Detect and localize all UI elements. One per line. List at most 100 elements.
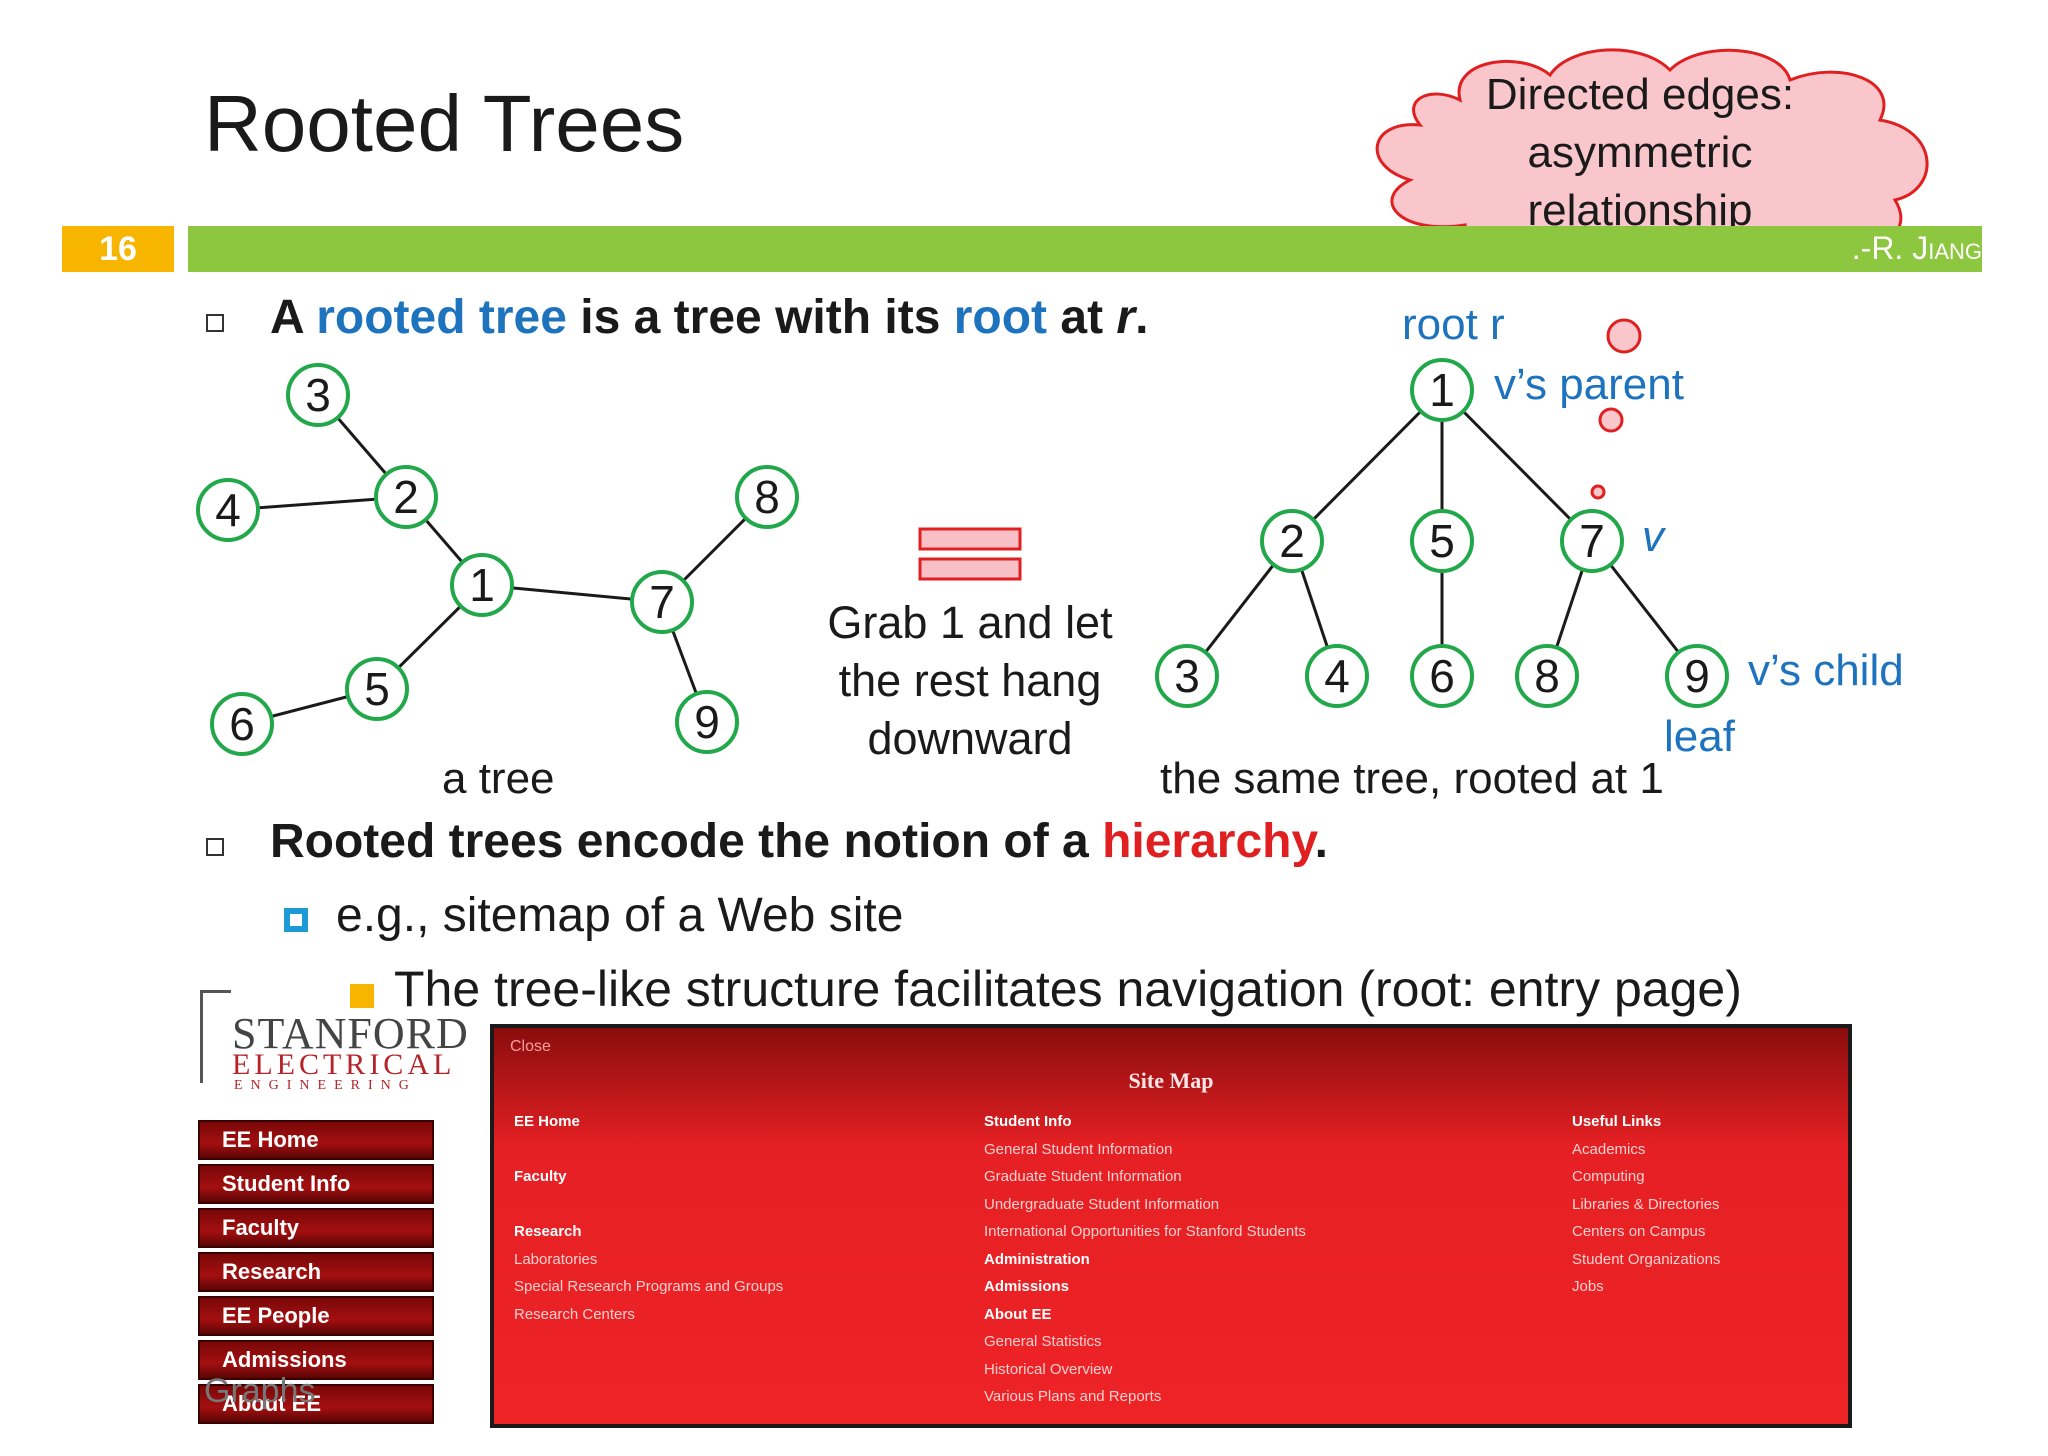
- sitemap-column-3: Useful Links Academics Computing Librari…: [1572, 1108, 1720, 1301]
- label-leaf: leaf: [1664, 712, 1735, 761]
- node-label: 4: [215, 484, 241, 536]
- node-label: 6: [1429, 650, 1455, 702]
- sub-bullet-yellow: [350, 984, 374, 1008]
- sitemap-link[interactable]: Student Organizations: [1572, 1250, 1721, 1268]
- node-label: 3: [1174, 650, 1200, 702]
- caption-tree: a tree: [442, 754, 555, 803]
- rooted-nodes: [1155, 358, 1729, 708]
- sitemap-link[interactable]: About EE: [984, 1305, 1052, 1323]
- node-label: 1: [1429, 364, 1455, 416]
- nav-item-faculty[interactable]: Faculty: [198, 1208, 434, 1248]
- sitemap-link[interactable]: International Opportunities for Stanford…: [984, 1223, 1306, 1240]
- sub-bullet-blue: [284, 908, 308, 932]
- symbol-r: r: [1116, 291, 1136, 344]
- label-parent: v’s parent: [1494, 360, 1684, 409]
- sitemap-link[interactable]: Jobs: [1572, 1278, 1604, 1295]
- sitemap-link[interactable]: Research: [514, 1223, 582, 1240]
- sitemap-link[interactable]: Graduate Student Information: [984, 1168, 1182, 1185]
- logo-electrical: ELECTRICAL: [232, 1048, 456, 1081]
- logo-bracket: [200, 990, 231, 1083]
- node: [450, 553, 514, 617]
- slide-title: Rooted Trees: [204, 79, 685, 168]
- nav-item-research[interactable]: Research: [198, 1252, 434, 1292]
- sitemap-link[interactable]: Computing: [1572, 1168, 1645, 1185]
- header-bar: [188, 226, 1982, 272]
- nav-item-admissions[interactable]: Admissions: [198, 1340, 434, 1380]
- node: [1515, 644, 1579, 708]
- node-label: 7: [649, 576, 675, 628]
- sitemap-link[interactable]: Useful Links: [1572, 1113, 1662, 1130]
- nav-item-ee-people[interactable]: EE People: [198, 1296, 434, 1336]
- nav-item-ee-home[interactable]: EE Home: [198, 1120, 434, 1160]
- term-hierarchy: hierarchy: [1102, 815, 1315, 868]
- sitemap-link[interactable]: Undergraduate Student Information: [984, 1195, 1220, 1213]
- node: [1560, 509, 1624, 573]
- unrooted-nodes: [196, 363, 799, 756]
- bullet-rooted-tree: A rooted tree is a tree with its root at…: [270, 290, 1148, 345]
- stanford-nav-menu: EE Home Student Info Faculty Research EE…: [198, 1120, 434, 1428]
- text-run: .: [1314, 815, 1328, 868]
- sitemap-panel: Close Site Map EE Home Faculty Research …: [490, 1024, 1852, 1428]
- node: [1305, 644, 1369, 708]
- node-label: 8: [754, 471, 780, 523]
- sitemap-link[interactable]: Centers on Campus: [1572, 1223, 1706, 1240]
- caption-rooted-tree: the same tree, rooted at 1: [1160, 754, 1664, 803]
- node: [345, 657, 409, 721]
- term-root: root: [953, 291, 1048, 344]
- label-v: v: [1642, 512, 1664, 561]
- tree-diagram: 3 4 2 1 8 7 5 6 9 1 2 5 7: [196, 318, 1729, 756]
- node: [196, 478, 260, 542]
- sitemap-link[interactable]: Academics: [1572, 1140, 1646, 1158]
- node: [1260, 509, 1324, 573]
- sitemap-link[interactable]: Special Research Programs and Groups: [514, 1278, 784, 1295]
- node-label: 9: [1684, 650, 1710, 702]
- sub-bullet-navigation: The tree-like structure facilitates navi…: [394, 961, 1742, 1017]
- node-label: 3: [305, 369, 331, 421]
- sitemap-link[interactable]: Laboratories: [514, 1250, 598, 1268]
- logo-engineering: ENGINEERING: [234, 1078, 417, 1093]
- sitemap-link[interactable]: Student Info: [984, 1113, 1072, 1130]
- sitemap-link[interactable]: EE Home: [514, 1113, 580, 1130]
- node: [675, 690, 739, 754]
- node: [210, 692, 274, 756]
- node: [735, 465, 799, 529]
- sitemap-link[interactable]: General Student Information: [984, 1140, 1173, 1158]
- node-label: 2: [393, 471, 419, 523]
- bullet-square: [206, 838, 224, 856]
- node-label: 5: [1429, 515, 1455, 567]
- sitemap-link[interactable]: Administration: [984, 1250, 1090, 1268]
- unrooted-node-labels: 3 4 2 1 8 7 5 6 9: [215, 369, 780, 750]
- label-child: v’s child: [1748, 646, 1904, 695]
- sitemap-link[interactable]: Research Centers: [514, 1305, 635, 1323]
- sitemap-close-link[interactable]: Close: [510, 1038, 551, 1055]
- sitemap-column-1: EE Home Faculty Research Laboratories Sp…: [514, 1108, 783, 1328]
- grab-text: Grab 1 and let the rest hang downward: [827, 597, 1113, 764]
- node-label: 5: [364, 663, 390, 715]
- text-run: at: [1047, 291, 1117, 344]
- author-name: Iris H.-R. Jiang: [1774, 230, 1982, 266]
- term-rooted-tree: rooted tree: [316, 291, 567, 344]
- bullet-hierarchy: Rooted trees encode the notion of a hier…: [270, 814, 1328, 869]
- nav-item-student-info[interactable]: Student Info: [198, 1164, 434, 1204]
- node: [1410, 644, 1474, 708]
- label-root: root r: [1402, 300, 1505, 349]
- node: [374, 465, 438, 529]
- text-run: is a tree with its: [566, 291, 954, 344]
- sitemap-link[interactable]: Faculty: [514, 1168, 567, 1185]
- sitemap-link[interactable]: Libraries & Directories: [1572, 1195, 1720, 1213]
- sitemap-link[interactable]: Historical Overview: [984, 1360, 1113, 1378]
- node-label: 2: [1279, 515, 1305, 567]
- node: [1665, 644, 1729, 708]
- equals-icon: [918, 527, 1022, 581]
- logo-stanford: STANFORD: [232, 1009, 469, 1058]
- sitemap-link[interactable]: Various Plans and Reports: [984, 1388, 1162, 1405]
- sitemap-link[interactable]: Admissions: [984, 1278, 1070, 1295]
- bullet-square: [206, 314, 224, 332]
- nav-item-about-ee[interactable]: About EE: [198, 1384, 434, 1424]
- text-run: .: [1135, 291, 1149, 344]
- sitemap-link[interactable]: General Statistics: [984, 1333, 1102, 1350]
- node-label: 1: [469, 559, 495, 611]
- node-label: 4: [1324, 650, 1350, 702]
- thought-bubbles: [1590, 318, 1642, 500]
- node: [1410, 509, 1474, 573]
